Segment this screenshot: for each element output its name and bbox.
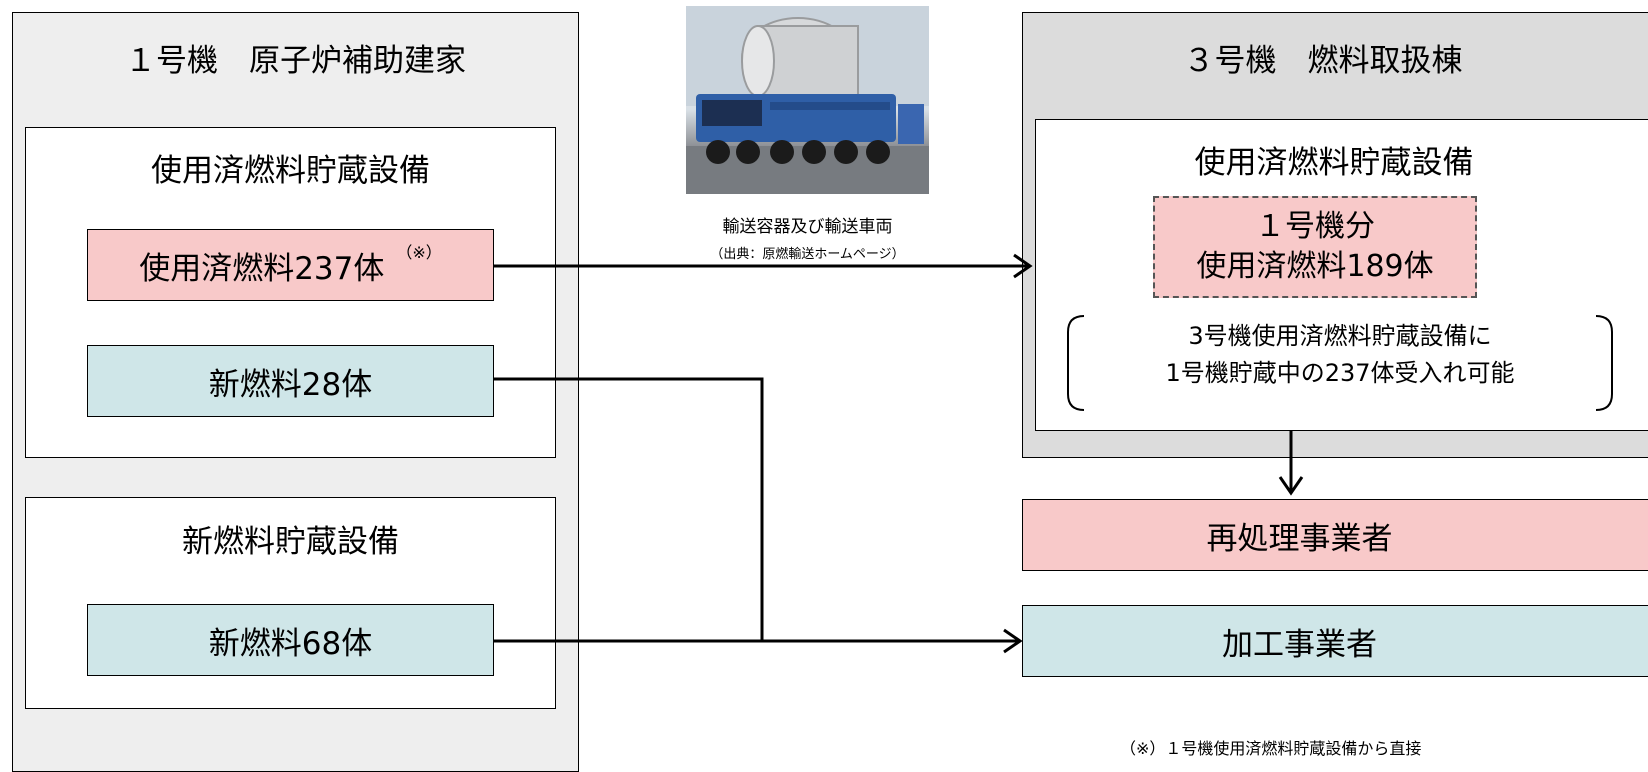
reprocessing-label: 再処理事業者 bbox=[1206, 520, 1393, 557]
transport-vehicle-photo bbox=[686, 6, 929, 194]
capacity-line-1: 3号機使用済燃料貯蔵設備に bbox=[1188, 322, 1492, 350]
unit1-new-fuel-68: 新燃料68体 bbox=[87, 604, 494, 676]
capacity-note-brackets bbox=[1067, 315, 1613, 411]
line-new-fuel-28 bbox=[494, 377, 764, 641]
new-fuel-28-label: 新燃料28体 bbox=[208, 366, 373, 403]
truck-illustration bbox=[686, 6, 929, 194]
unit1-portion-label: １号機分 bbox=[1255, 208, 1375, 244]
unit1-building-title: １号機 原子炉補助建家 bbox=[125, 43, 466, 79]
unit1-spent-storage-title: 使用済燃料貯蔵設備 bbox=[151, 153, 430, 189]
reprocessing-operator: 再処理事業者 bbox=[1022, 499, 1648, 571]
capacity-line-2: 1号機貯蔵中の237体受入れ可能 bbox=[1165, 359, 1515, 388]
unit3-building-title: ３号機 燃料取扱棟 bbox=[1183, 43, 1463, 79]
unit1-new-fuel-28: 新燃料28体 bbox=[87, 345, 494, 417]
transport-source: （出典：原燃輸送ホームページ） bbox=[710, 247, 905, 262]
new-fuel-storage-title: 新燃料貯蔵設備 bbox=[182, 524, 399, 560]
arrowhead-unit3 bbox=[1013, 253, 1033, 279]
unit3-spent-storage-title: 使用済燃料貯蔵設備 bbox=[1194, 145, 1474, 181]
unit1-spent-fuel-237: 使用済燃料237体 （※） bbox=[87, 229, 494, 301]
capacity-note: 3号機使用済燃料貯蔵設備に 1号機貯蔵中の237体受入れ可能 bbox=[1080, 318, 1600, 392]
spent-fuel-237-label: 使用済燃料237体 bbox=[139, 250, 385, 287]
transport-caption: 輸送容器及び輸送車両 bbox=[722, 217, 893, 237]
fabrication-label: 加工事業者 bbox=[1222, 626, 1377, 663]
unit1-portion-spent-fuel-189: １号機分 使用済燃料189体 bbox=[1153, 196, 1477, 298]
footnote: （※）１号機使用済燃料貯蔵設備から直接 bbox=[1120, 739, 1422, 758]
arrowhead-fabrication bbox=[1003, 628, 1023, 654]
footnote-mark: （※） bbox=[396, 243, 442, 262]
fabrication-operator: 加工事業者 bbox=[1022, 605, 1648, 677]
new-fuel-68-label: 新燃料68体 bbox=[208, 625, 373, 662]
arrowhead-reprocessing bbox=[1278, 476, 1304, 496]
spent-fuel-189-label: 使用済燃料189体 bbox=[1196, 249, 1434, 284]
